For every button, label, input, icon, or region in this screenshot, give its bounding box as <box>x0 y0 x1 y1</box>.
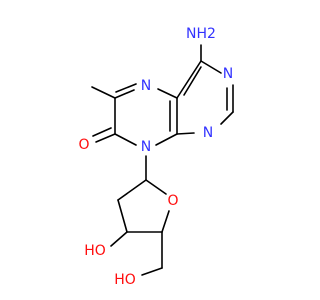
bond-n1-c8a <box>176 132 195 135</box>
hydroxyl-left-label: HO <box>84 243 106 259</box>
bond-o-c1prime <box>145 179 167 195</box>
bonds <box>91 44 234 276</box>
atom-labels: NH2 N N N N O O HO HO <box>78 26 233 288</box>
bond-c2prime-c3prime <box>117 199 128 233</box>
bond-c4a-c4 <box>176 60 202 99</box>
bond-c7-n8 <box>114 133 137 146</box>
bond-c4a-c4-inner <box>183 66 202 96</box>
bond-c4-n3 <box>200 60 222 74</box>
bond-c4prime-o <box>161 210 170 233</box>
n-glycosidic-label: N <box>141 139 151 155</box>
bond-n5-c6-inner <box>115 83 137 93</box>
bond-c4a-n5 <box>157 88 178 99</box>
bond-n5-c6 <box>114 89 135 99</box>
bond-c6-methyl <box>91 86 116 99</box>
bond-c1prime-c2prime <box>117 179 147 201</box>
amine-label: NH2 <box>186 26 216 42</box>
bond-c7-o-double <box>92 127 112 137</box>
n-pyrazine-top-label: N <box>141 78 151 94</box>
o-ring-label: O <box>167 193 178 209</box>
bond-c3prime-oh <box>110 231 128 247</box>
bond-ch2-oh <box>141 267 163 276</box>
molecule-structure: NH2 N N N N O O HO HO <box>78 26 234 288</box>
n-pyrimidine-bottom-label: N <box>203 125 213 141</box>
o-carbonyl-label: O <box>78 137 89 153</box>
bond-c7-o <box>95 133 116 143</box>
n-pyrimidine-top-label: N <box>223 66 233 82</box>
hydroxyl-bottom-label: HO <box>114 272 136 288</box>
bond-n8-c8a <box>155 133 178 146</box>
bond-c2-n1 <box>220 111 234 125</box>
